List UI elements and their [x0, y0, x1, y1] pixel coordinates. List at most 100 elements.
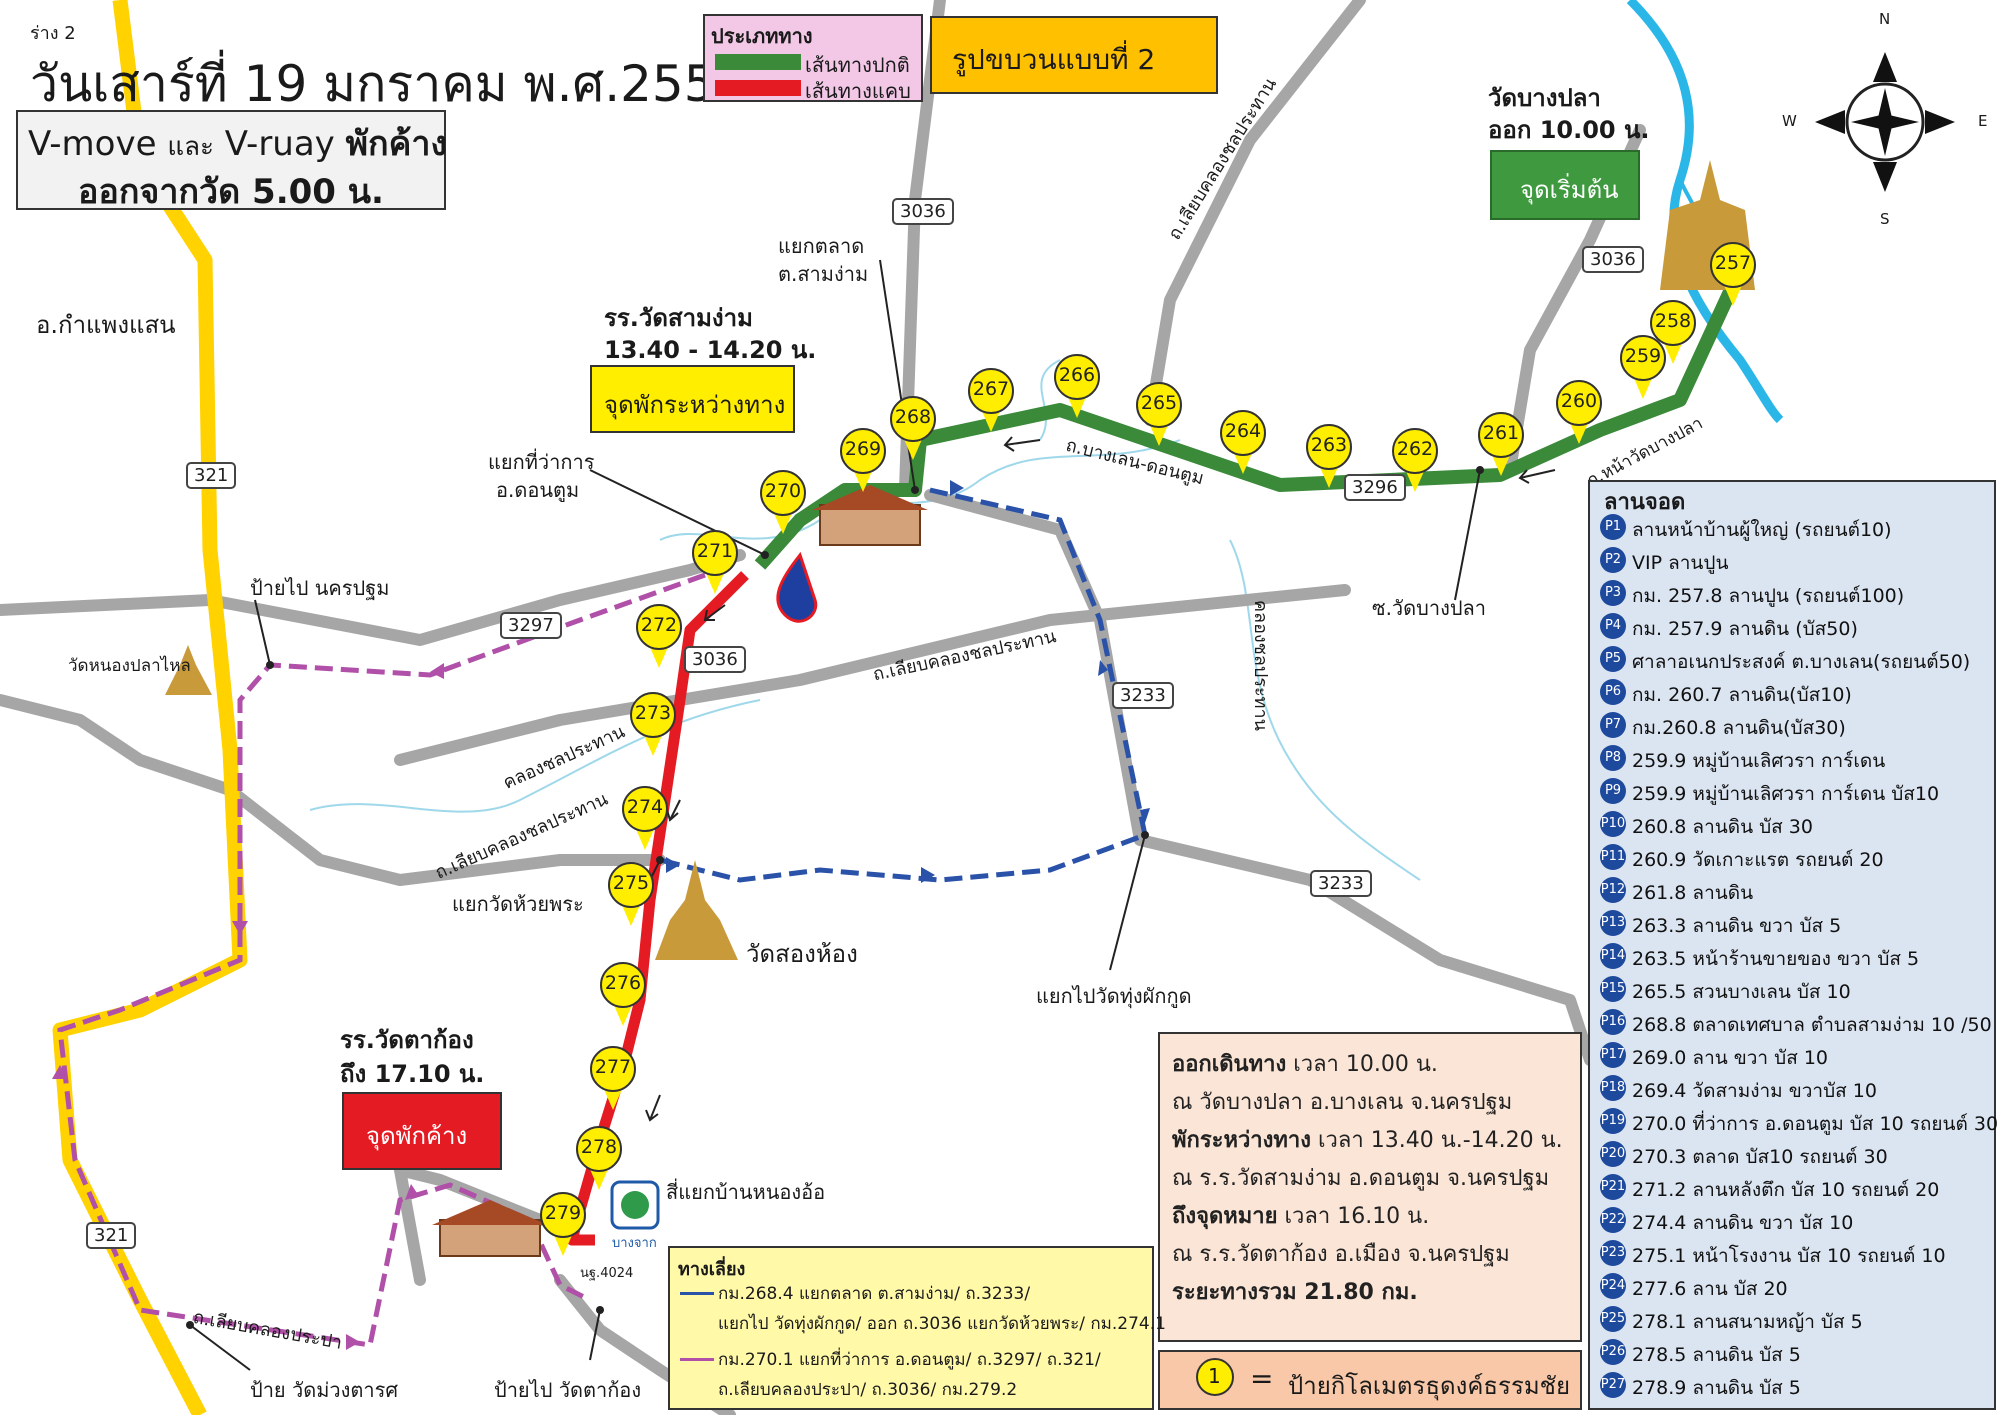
junction-dot: [186, 1321, 194, 1329]
route-narrow-label: เส้นทางแคบ: [805, 79, 911, 103]
vmove-label: V-move: [28, 124, 157, 164]
direction-arrow: [703, 604, 726, 621]
detour-purple-arrow: [405, 1184, 419, 1200]
route-type-legend: ประเภททาง เส้นทางปกติ เส้นทางแคบ: [703, 14, 923, 103]
formation-box: รูปขบวนแบบที่ 2: [930, 16, 1218, 94]
km-marker-number: 259: [1624, 345, 1662, 367]
km-marker-number: 270: [764, 480, 802, 502]
parking-badge: P3: [1600, 580, 1626, 606]
parking-text: 278.1 ลานสนามหญ้า บัส 5: [1632, 1311, 1863, 1333]
rest-place: ณ ร.ร.วัดสามง่าม อ.ดอนตูม จ.นครปฐม: [1172, 1166, 1550, 1191]
parking-text: กม. 257.8 ลานปูน (รถยนต์100): [1632, 585, 1905, 607]
parking-text: 270.3 ตลาด บัส10 รถยนต์ 30: [1632, 1146, 1888, 1168]
km-marker-number: 267: [972, 378, 1010, 400]
detour-purple-arrow: [52, 1065, 68, 1079]
km-marker-number: 261: [1482, 422, 1520, 444]
parking-badge: P8: [1600, 745, 1626, 771]
km-marker-263: 263: [1306, 424, 1352, 490]
km-marker-number: 262: [1396, 438, 1434, 460]
marker-legend-text: ป้ายกิโลเมตรธุดงค์ธรรมชัย: [1288, 1372, 1571, 1400]
parking-text: 271.2 ลานหลังตึก บัส 10 รถยนต์ 20: [1632, 1179, 1940, 1201]
canal-label-2: คลองชลประทาน: [1250, 600, 1271, 731]
detour-blue-arrow-icon: [680, 1292, 714, 1295]
detour-blue: [659, 487, 1148, 883]
parking-badge: P19: [1600, 1108, 1626, 1134]
shield-3036-c: 3036: [1582, 246, 1644, 273]
parking-text: 260.8 ลานดิน บัส 30: [1632, 816, 1813, 838]
parking-text: 270.0 ที่ว่าการ อ.ดอนตูม บัส 10 รถยนต์ 3…: [1632, 1113, 1999, 1135]
km-marker-number: 264: [1224, 420, 1262, 442]
km-marker-number: 263: [1310, 434, 1348, 456]
arrive-label: ถึงจุดหมาย: [1172, 1204, 1278, 1229]
direction-arrow: [645, 1094, 661, 1122]
detour-purple-arrow-icon: [680, 1358, 714, 1361]
sign-wat-ta-kong-label: ป้ายไป วัดตาก้อง: [494, 1378, 642, 1402]
normal-route: [754, 267, 1747, 570]
km-marker-number: 274: [626, 796, 664, 818]
km-marker-272: 272: [636, 604, 682, 670]
district-office-label-2: อ.ดอนตูม: [496, 478, 580, 502]
km-marker-number: 269: [844, 438, 882, 460]
junction-dot: [1476, 466, 1484, 474]
kamphaeng-saen-label: อ.กำแพงแสน: [36, 311, 176, 339]
parking-text: 265.5 สวนบางเลน บัส 10: [1632, 981, 1851, 1003]
rest-label: พักระหว่างทาง: [1172, 1128, 1312, 1153]
parking-text: 278.5 ลานดิน บัส 5: [1632, 1344, 1801, 1366]
parking-badge: P14: [1600, 943, 1626, 969]
start-point-box: จุดเริ่มต้น: [1490, 150, 1640, 220]
km-marker-number: 266: [1058, 364, 1096, 386]
parking-text: 269.4 วัดสามง่าม ขวาบัส 10: [1632, 1080, 1877, 1102]
parking-badge: P20: [1600, 1141, 1626, 1167]
km-marker-number: 275: [612, 872, 650, 894]
km-marker-legend: 1 = ป้ายกิโลเมตรธุดงค์ธรรมชัย: [1158, 1350, 1582, 1410]
parking-text: 259.9 หมู่บ้านเลิศวรา การ์เดน บัส10: [1632, 783, 1940, 805]
direction-arrow: [1003, 436, 1041, 452]
rest-point-box: จุดพักระหว่างทาง: [590, 365, 795, 433]
leave-temple-time: ออกจากวัด 5.00 น.: [78, 172, 384, 212]
detour-purple-line-1: กม.270.1 แยกที่ว่าการ อ.ดอนตูม/ ถ.3297/ …: [718, 1350, 1101, 1370]
km-marker-number: 268: [894, 406, 932, 428]
road-canal-north: [1144, 0, 1366, 426]
school-ta-kong: [439, 1219, 541, 1257]
km-marker-number: 276: [604, 972, 642, 994]
leader-line: [1109, 834, 1146, 971]
km-marker-number: 258: [1654, 310, 1692, 332]
parking-text: 274.4 ลานดิน ขวา บัส 10: [1632, 1212, 1854, 1234]
km-marker-275: 275: [608, 862, 654, 928]
schedule-box: ออกเดินทาง เวลา 10.00 น. ณ วัดบางปลา อ.บ…: [1158, 1032, 1582, 1342]
km-marker-271: 271: [692, 530, 738, 596]
narrow-swatch: [715, 80, 801, 96]
leader-line: [589, 469, 766, 556]
ptt-station-icon: [776, 551, 818, 623]
bangchak-label: บางจาก: [612, 1236, 657, 1251]
km-marker-261: 261: [1478, 412, 1524, 478]
marker-legend-eq: =: [1250, 1362, 1274, 1395]
marker-legend-pin: [1196, 1358, 1234, 1396]
parking-badge: P18: [1600, 1075, 1626, 1101]
school-ta-kong-label: รร.วัดตาก้อง: [340, 1026, 474, 1054]
km-marker-276: 276: [600, 962, 646, 1028]
date-title: วันเสาร์ที่ 19 มกราคม พ.ศ.2556: [30, 55, 748, 113]
market-junction-label-1: แยกตลาด: [778, 234, 865, 258]
school-sam-ngam-label: รร.วัดสามง่าม: [604, 304, 753, 332]
school-sam-ngam: [819, 504, 921, 546]
km-marker-number: 265: [1140, 392, 1178, 414]
school-ta-kong-time: ถึง 17.10 น.: [340, 1060, 485, 1088]
temple-wat-song-hong: [655, 860, 738, 960]
parking-badge: P7: [1600, 712, 1626, 738]
parking-text: 275.1 หน้าโรงงาน บัส 10 รถยนต์ 10: [1632, 1245, 1946, 1267]
parking-text: กม.260.8 ลานดิน(บัส30): [1632, 717, 1846, 739]
parking-text: 269.0 ลาน ขวา บัส 10: [1632, 1047, 1829, 1069]
leader-line: [254, 599, 271, 666]
km-marker-number: 279: [544, 1202, 582, 1224]
formation-label: รูปขบวนแบบที่ 2: [952, 43, 1156, 76]
compass-s: S: [1880, 210, 1890, 228]
km-marker-number: 257: [1714, 252, 1752, 274]
sign-wat-muang-label: ป้าย วัดม่วงตารศ: [250, 1378, 399, 1402]
detour-blue-arrow: [950, 480, 964, 496]
normal-swatch: [715, 54, 801, 70]
parking-badge: P15: [1600, 976, 1626, 1002]
km-marker-270: 270: [760, 470, 806, 536]
overnight-point-label: จุดพักค้าง: [366, 1122, 468, 1150]
canal-line: [1039, 359, 1061, 441]
